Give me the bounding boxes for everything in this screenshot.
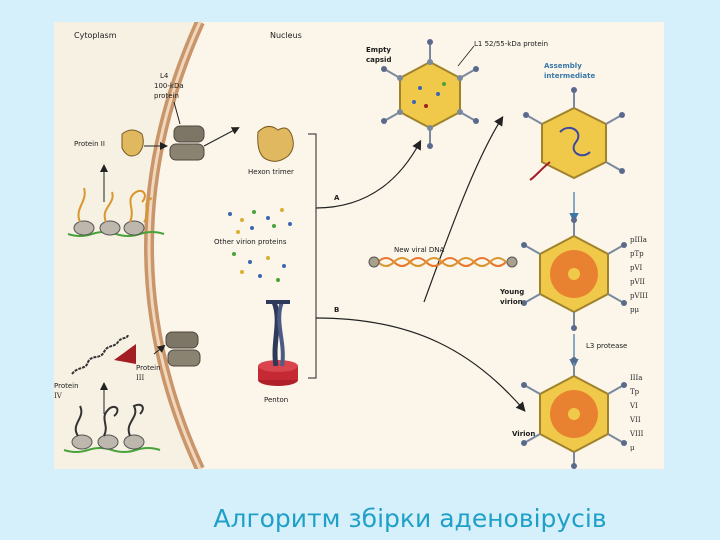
young-virion-label-2: virion: [500, 298, 523, 306]
empty-capsid-icon: [381, 39, 479, 149]
assembly-diagram: Cytoplasm Nucleus L4 100-kDa protein Pro…: [54, 22, 664, 469]
path-b-label: B: [334, 306, 339, 314]
other-virion-proteins-label: Other virion proteins: [214, 238, 287, 246]
assembly-intermediate-label: Assembly: [544, 62, 582, 70]
l4-protein-label: protein: [154, 92, 179, 100]
young-virion-protein-list: pIIIa pTp pVI pVII pVIII pμ: [630, 236, 648, 314]
protein-iv-number: IV: [54, 392, 63, 400]
l1-protein-label: L1 52/55-kDa protein: [474, 40, 548, 48]
virion-protein: VIII: [629, 430, 644, 438]
virion-protein: VI: [629, 402, 638, 410]
young-virion-label: Young: [499, 288, 524, 296]
protein-iii-icon: [114, 344, 136, 364]
virion-protein-list: IIIa Tp VI VII VIII μ: [629, 374, 644, 452]
nuclear-envelope: [144, 22, 205, 469]
young-virion-protein: pμ: [630, 306, 639, 314]
young-virion-protein: pVII: [630, 278, 645, 286]
empty-capsid-label-2: capsid: [366, 56, 391, 64]
young-virion-protein: pVI: [630, 264, 643, 272]
penton-label: Penton: [264, 396, 288, 404]
ribosome-cluster-upper: [67, 187, 165, 237]
nuclear-pore-lower: [165, 331, 201, 367]
new-viral-dna-label: New viral DNA: [394, 246, 445, 254]
nucleus-label: Nucleus: [270, 31, 302, 40]
virion-protein: VII: [629, 416, 641, 424]
path-a-arrow: [315, 139, 422, 209]
l4-kda-label: 100-kDa: [154, 82, 184, 90]
penton-icon: [258, 300, 298, 386]
protein-iv-label: Protein: [54, 382, 79, 390]
young-virion-protein: pVIII: [630, 292, 648, 300]
protein-iii-number: III: [136, 374, 145, 382]
hexon-trimer-icon: [257, 126, 294, 162]
assembly-intermediate-icon: [523, 87, 625, 181]
young-virion-protein: pTp: [630, 250, 644, 258]
virion-protein: Tp: [630, 388, 640, 396]
slide-caption: Алгоритм збірки аденовірусів: [213, 504, 607, 533]
assembly-intermediate-label-2: intermediate: [544, 72, 595, 80]
dna-to-assembly-arrow: [423, 115, 504, 303]
path-a-label: A: [334, 194, 340, 202]
l4-label: L4: [160, 72, 169, 80]
virion-icon: [521, 357, 627, 469]
empty-capsid-label: Empty: [366, 46, 391, 54]
new-viral-dna-icon: [368, 256, 518, 268]
young-virion-icon: [521, 217, 627, 331]
protein-ii-label: Protein II: [74, 140, 105, 148]
virion-protein: IIIa: [630, 374, 642, 382]
l3-protease-label: L3 protease: [586, 342, 627, 350]
virion-label: Virion: [512, 430, 535, 438]
assembly-bracket: [308, 133, 317, 379]
young-virion-protein: pIIIa: [630, 236, 647, 244]
ribosome-cluster-lower: [63, 403, 161, 453]
nuclear-pore-upper: [169, 125, 205, 161]
cytoplasm-label: Cytoplasm: [74, 31, 117, 40]
protein-iv-fiber-icon: [71, 333, 129, 375]
path-b-arrow: [315, 317, 526, 412]
other-virion-proteins-dots: [228, 208, 292, 282]
protein-ii-icon: [121, 129, 144, 157]
virion-protein: μ: [630, 444, 635, 452]
protein-iii-label: Protein: [136, 364, 161, 372]
hexon-trimer-label: Hexon trimer: [248, 168, 294, 176]
